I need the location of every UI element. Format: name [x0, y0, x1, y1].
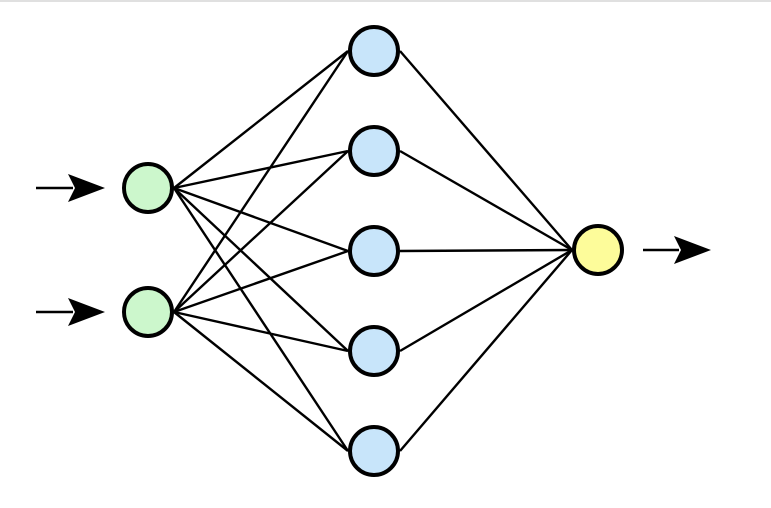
hidden-node-h1 — [348, 25, 400, 77]
hidden-node-h3 — [348, 225, 400, 277]
edge-in1-h2 — [173, 149, 349, 190]
edge-in2-h5 — [173, 311, 349, 452]
edge-in1-h5 — [172, 187, 350, 452]
edge-in2-h1 — [173, 50, 349, 313]
hidden-node-h2 — [348, 125, 400, 177]
edge-in2-h4 — [173, 310, 349, 353]
input-node-in2 — [122, 286, 174, 338]
edge-in1-h3 — [173, 186, 349, 253]
output-node-out1 — [572, 224, 624, 276]
edge-h5-out1 — [399, 249, 573, 452]
hidden-node-h5 — [348, 425, 400, 477]
top-border-line — [0, 0, 771, 2]
edge-h4-out1 — [399, 248, 573, 353]
edge-in1-h1 — [173, 50, 349, 189]
input-node-in1 — [122, 162, 174, 214]
hidden-node-h4 — [348, 325, 400, 377]
edge-h1-out1 — [399, 50, 573, 251]
input-arrow-1-head-icon — [68, 174, 105, 202]
edge-h3-out1 — [399, 248, 573, 253]
edge-in1-h4 — [173, 187, 349, 352]
edge-h2-out1 — [399, 149, 573, 252]
output-arrow-head-icon — [674, 236, 711, 264]
input-arrow-2-head-icon — [68, 298, 105, 326]
edge-in2-h2 — [173, 150, 349, 313]
edge-in2-h3 — [173, 249, 349, 314]
